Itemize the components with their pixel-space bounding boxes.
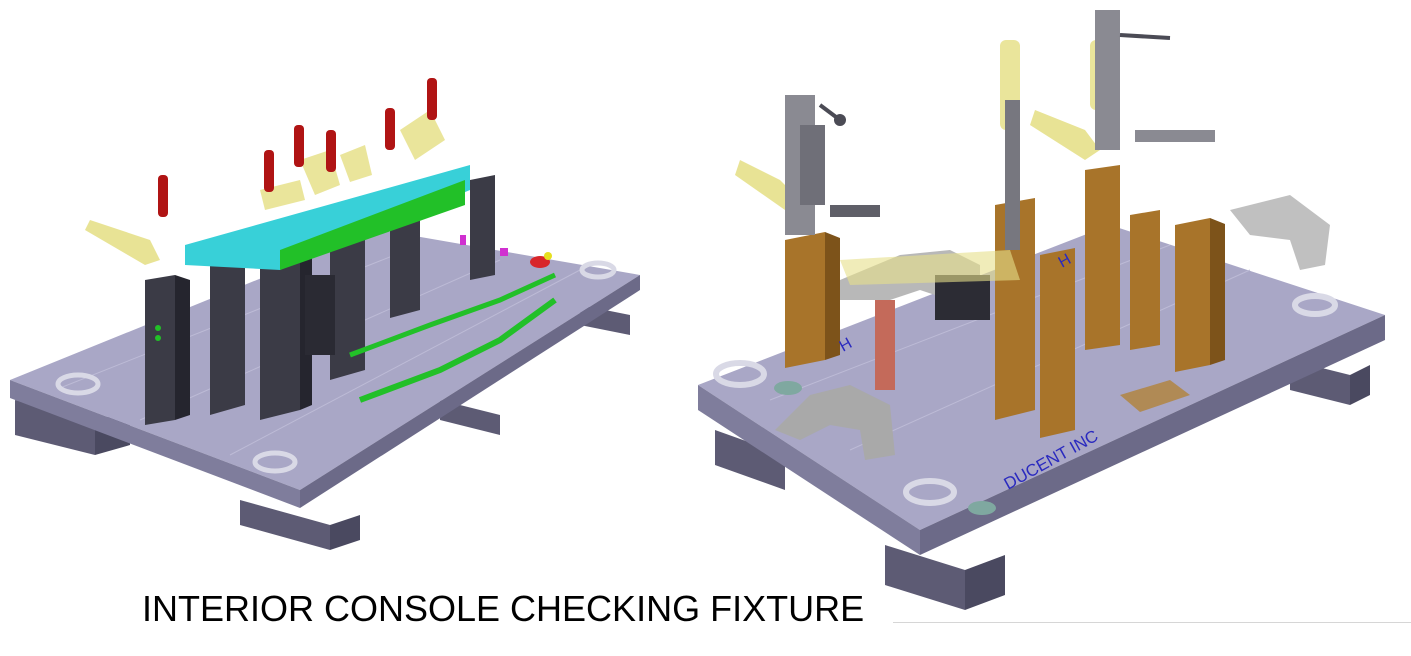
baseplate (10, 230, 640, 508)
base-feet (715, 360, 1370, 610)
divider-line (893, 622, 1411, 623)
console-part (185, 165, 557, 403)
riser-blocks (145, 175, 495, 425)
nest-blocks (775, 195, 1330, 460)
caption: INTERIOR CONSOLE CHECKING FIXTURE (142, 588, 865, 629)
pads (774, 380, 1190, 515)
clamp-hardware (785, 10, 1215, 250)
lifting-ring-icons (55, 260, 617, 474)
fixture-render-left (10, 78, 640, 550)
lifting-ring-icons (713, 293, 1338, 506)
fixture-render-right: DUCENT INC H H (698, 10, 1385, 610)
accent-details (155, 235, 552, 341)
bronze-blocks (785, 165, 1225, 438)
clamp-handle-icons (158, 78, 437, 217)
